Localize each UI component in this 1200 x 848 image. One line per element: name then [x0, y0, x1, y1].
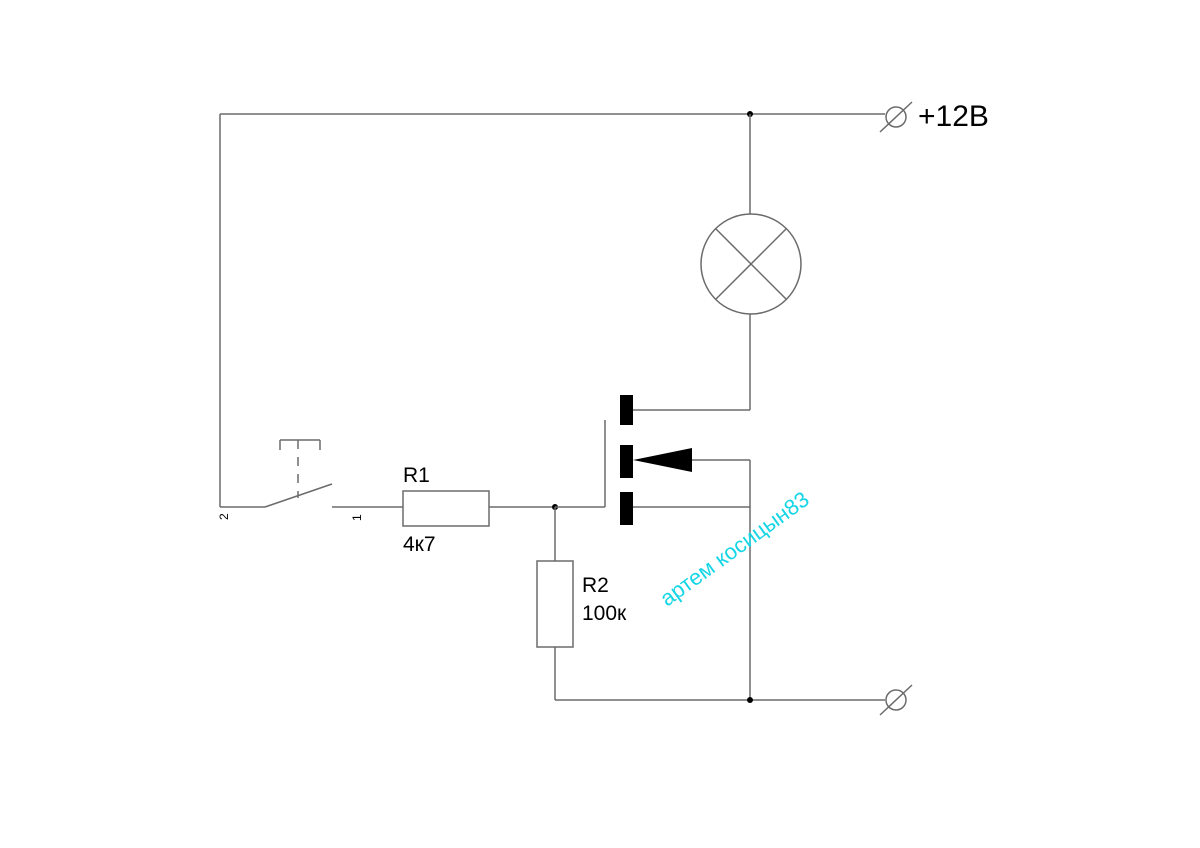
- r1-value-label: 4к7: [403, 533, 436, 556]
- resistor-r2: [536, 560, 574, 648]
- switch-pin-1: 1: [350, 514, 364, 521]
- junction-bottom: [747, 697, 753, 703]
- r1-name-label: R1: [403, 464, 430, 487]
- mosfet-source-plate: [620, 492, 633, 525]
- mosfet-body-plate: [620, 445, 633, 478]
- supply-label: +12В: [918, 100, 989, 133]
- lamp: [700, 213, 802, 315]
- terminal-ground: [879, 684, 913, 716]
- r2-value-label: 100к: [582, 602, 627, 625]
- mosfet-drain-plate: [620, 395, 633, 425]
- resistor-r1: [402, 490, 490, 527]
- mosfet-body-arrow: [633, 448, 692, 472]
- watermark-text: артем косицын83: [655, 486, 813, 611]
- terminal-plus-12v: [879, 101, 913, 133]
- push-button-switch: [264, 439, 378, 508]
- r2-name-label: R2: [582, 574, 609, 597]
- switch-pin-2: 2: [217, 513, 231, 520]
